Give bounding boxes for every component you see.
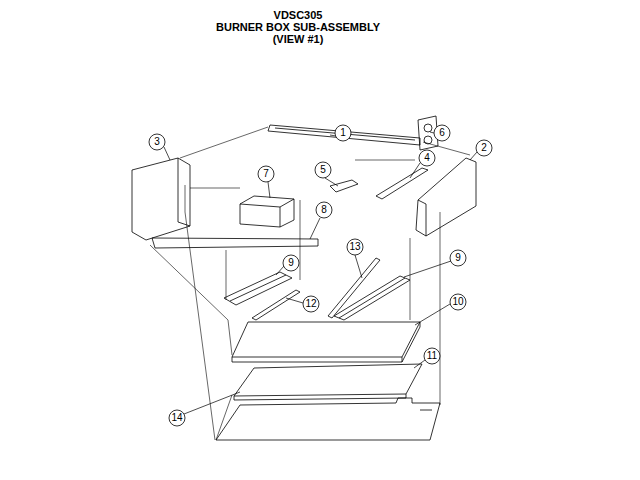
leader-line — [414, 360, 425, 368]
callout-number: 7 — [263, 169, 269, 179]
callout-circle — [434, 125, 450, 141]
callout-circle — [419, 150, 435, 166]
callout-number: 9 — [288, 258, 294, 268]
leader-line — [276, 266, 284, 275]
box-edge — [280, 199, 294, 207]
tray-rim — [232, 362, 402, 363]
callout-number: 13 — [349, 242, 360, 252]
side-panel — [416, 158, 476, 236]
tray-rim — [232, 357, 233, 362]
callout-circle — [476, 140, 492, 156]
callout-circle — [450, 250, 466, 266]
callout-number: 2 — [481, 143, 487, 153]
leader-line — [404, 261, 451, 277]
insulation-panel — [234, 364, 422, 396]
leader-line — [410, 163, 420, 178]
leader-line — [415, 304, 450, 325]
hole — [424, 124, 432, 132]
channel-part — [334, 276, 410, 320]
strip-part — [328, 258, 380, 318]
leader-line — [470, 152, 477, 160]
side-panel — [132, 158, 190, 240]
panel-edge — [234, 398, 406, 400]
callout-number: 6 — [439, 128, 445, 138]
callout-circle — [303, 296, 319, 312]
panel-flange — [178, 158, 179, 222]
channel-part — [224, 272, 292, 305]
leader-line — [268, 182, 270, 198]
callout-number: 12 — [305, 299, 316, 309]
envelope-line — [190, 188, 240, 189]
diagram-title: BURNER BOX SUB-ASSEMBLY — [216, 22, 380, 33]
leader-line — [310, 218, 320, 239]
callout-number: 10 — [452, 297, 463, 307]
panel-flange — [426, 204, 427, 236]
panel-edge — [234, 396, 235, 400]
callout-number: 3 — [154, 137, 160, 147]
box-part — [240, 196, 294, 227]
heading-line: VDSC305 — [274, 10, 323, 21]
leader-line — [355, 255, 362, 278]
heading-line: (VIEW #1) — [273, 34, 324, 45]
callout-circle — [335, 125, 351, 141]
callout-circle — [450, 294, 466, 310]
envelope-line — [226, 250, 227, 300]
envelope-line — [216, 395, 232, 440]
panel-flange — [178, 222, 190, 226]
leader-line — [286, 298, 303, 303]
panel-flange — [418, 200, 426, 204]
envelope-line — [150, 245, 232, 355]
envelope-line — [185, 185, 215, 440]
callout-number: 14 — [171, 413, 182, 423]
callout-number: 9 — [455, 253, 461, 263]
tray-part — [232, 322, 420, 357]
channel-edge — [230, 275, 286, 301]
envelope-line — [440, 212, 441, 405]
leader-line — [325, 178, 338, 186]
strip-part — [252, 290, 300, 320]
panel-notch — [420, 410, 432, 411]
tray-rim — [420, 322, 421, 327]
bottom-panel — [216, 398, 440, 440]
hole — [424, 136, 432, 144]
leader-line — [184, 392, 240, 414]
envelope-line — [180, 127, 268, 158]
rail-part — [376, 168, 428, 199]
callout-number: 8 — [321, 205, 327, 215]
callout-number: 4 — [424, 153, 430, 163]
callout-number: 5 — [320, 165, 326, 175]
callout-circle — [258, 166, 274, 182]
callout-circle — [149, 134, 165, 150]
envelope-line — [355, 160, 415, 161]
rail-part — [268, 125, 420, 145]
callout-circle — [315, 162, 331, 178]
callout-circle — [316, 202, 332, 218]
callout-circle — [347, 239, 363, 255]
callout-circle — [169, 410, 185, 426]
plate-part — [330, 180, 358, 192]
leader-line — [430, 132, 434, 133]
envelope-line — [300, 200, 301, 280]
callout-number: 1 — [340, 128, 346, 138]
panel-edge — [406, 394, 407, 398]
rail-part — [152, 238, 318, 248]
leader-line — [164, 147, 170, 160]
tray-rim — [402, 327, 420, 362]
envelope-line — [410, 238, 411, 320]
callout-number: 11 — [427, 351, 437, 361]
box-edge — [280, 207, 281, 227]
callout-circle — [283, 255, 299, 271]
callout-circle — [424, 348, 440, 364]
box-edge — [240, 204, 280, 207]
